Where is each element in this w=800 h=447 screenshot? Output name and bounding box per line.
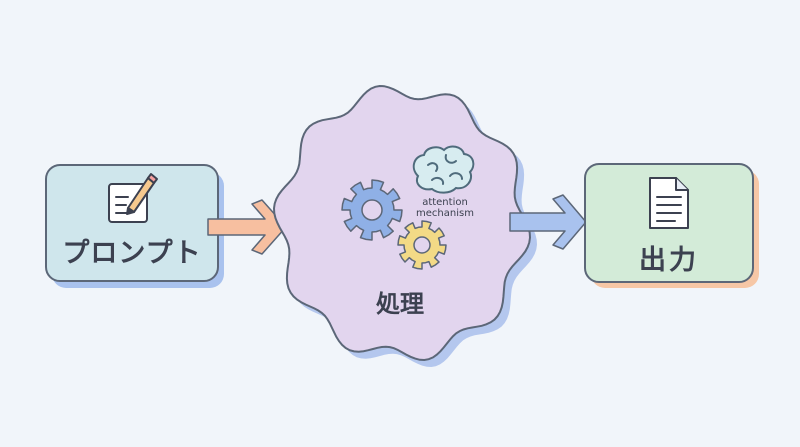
arrow-process-to-output: [509, 194, 587, 250]
prompt-label: プロンプト: [62, 238, 202, 269]
process-node: [272, 84, 537, 367]
attention-label: attention: [422, 197, 468, 208]
output-label: 出力: [639, 245, 699, 276]
brain-icon: [412, 145, 475, 194]
document-icon: [649, 177, 689, 229]
pencil-document-icon: [108, 173, 158, 223]
gear-icon: [341, 179, 403, 241]
arrow-prompt-to-process: [207, 199, 287, 255]
gear-icon: [397, 220, 447, 270]
mechanism-label: mechanism: [416, 208, 474, 219]
process-label: 処理: [376, 290, 424, 318]
